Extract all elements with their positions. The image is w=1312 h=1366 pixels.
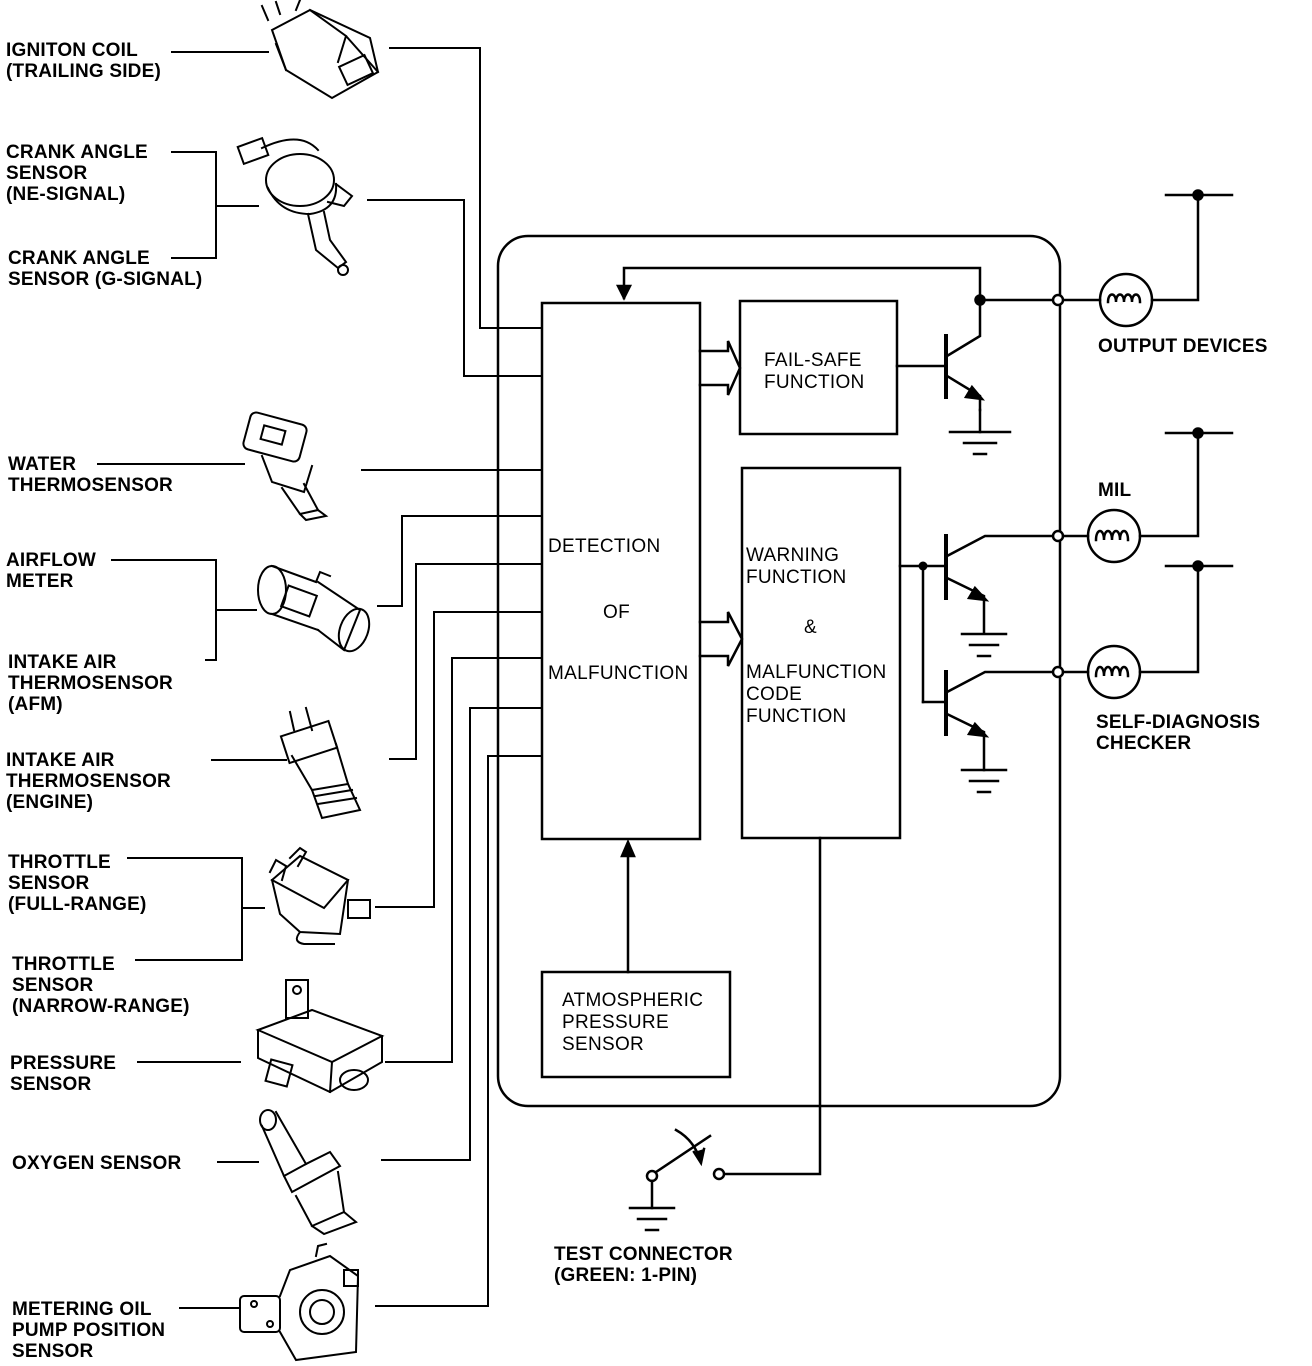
label-water-thermosensor: WATER THERMOSENSOR bbox=[8, 454, 173, 496]
oxygen-sensor-icon bbox=[259, 1109, 358, 1236]
detection-block bbox=[540, 301, 702, 841]
label-ignition-coil: IGNITON COIL (TRAILING SIDE) bbox=[6, 40, 161, 82]
water-thermosensor-icon bbox=[242, 411, 329, 522]
terminal bbox=[1051, 293, 1065, 307]
crank-angle-sensor-icon bbox=[236, 136, 354, 276]
label-throttle-full: THROTTLE SENSOR (FULL-RANGE) bbox=[8, 852, 147, 915]
label-intake-air-afm: INTAKE AIR THERMOSENSOR (AFM) bbox=[8, 652, 173, 715]
terminal bbox=[1051, 529, 1065, 543]
intake-air-thermosensor-engine-icon bbox=[279, 706, 362, 820]
label-intake-air-engine: INTAKE AIR THERMOSENSOR (ENGINE) bbox=[6, 750, 171, 813]
hollow-arrow-warning bbox=[698, 611, 744, 667]
warning-block bbox=[740, 466, 902, 840]
label-self-diagnosis: SELF-DIAGNOSIS CHECKER bbox=[1096, 712, 1261, 754]
pressure-sensor-icon bbox=[255, 979, 385, 1094]
label-crank-angle-g: CRANK ANGLE SENSOR (G-SIGNAL) bbox=[8, 248, 203, 290]
atmospheric-label: ATMOSPHERIC PRESSURE SENSOR bbox=[562, 990, 704, 1055]
label-airflow-meter: AIRFLOW METER bbox=[6, 550, 97, 592]
label-test-connector: TEST CONNECTOR (GREEN: 1-PIN) bbox=[554, 1244, 733, 1286]
mil-lamp bbox=[1061, 427, 1234, 564]
ignition-coil-icon bbox=[260, 0, 380, 100]
input-wiring bbox=[97, 47, 543, 1309]
label-throttle-narrow: THROTTLE SENSOR (NARROW-RANGE) bbox=[12, 954, 190, 1017]
atmospheric-block bbox=[540, 970, 732, 1079]
output-device-lamp bbox=[1098, 189, 1234, 328]
warning-transistors bbox=[898, 534, 1060, 794]
label-output-devices: OUTPUT DEVICES bbox=[1098, 336, 1268, 357]
warning-amp-label: & bbox=[804, 617, 817, 638]
label-metering-oil-pump: METERING OIL PUMP POSITION SENSOR bbox=[12, 1299, 166, 1362]
detection-label-2: OF bbox=[603, 602, 630, 623]
label-mil: MIL bbox=[1098, 480, 1132, 501]
atmo-arrowhead bbox=[620, 838, 636, 858]
self-diagnosis-lamp bbox=[1061, 560, 1234, 700]
hollow-arrow-failsafe bbox=[698, 340, 742, 396]
terminal bbox=[1051, 665, 1065, 679]
airflow-meter-icon bbox=[257, 564, 371, 653]
label-crank-angle-ne: CRANK ANGLE SENSOR (NE-SIGNAL) bbox=[6, 142, 148, 205]
label-pressure-sensor: PRESSURE SENSOR bbox=[10, 1053, 117, 1095]
metering-oil-pump-sensor-icon bbox=[239, 1242, 360, 1362]
feedback-line bbox=[622, 266, 982, 302]
throttle-sensor-icon bbox=[268, 846, 371, 945]
detection-label-1: DETECTION bbox=[548, 536, 661, 557]
malfunction-code-label: MALFUNCTION CODE FUNCTION bbox=[746, 662, 887, 727]
feedback-arrowhead bbox=[615, 284, 633, 301]
failsafe-label: FAIL-SAFE FUNCTION bbox=[764, 350, 865, 393]
test-connector-switch bbox=[628, 836, 822, 1232]
label-oxygen-sensor: OXYGEN SENSOR bbox=[12, 1153, 182, 1174]
failsafe-transistor bbox=[895, 298, 1012, 456]
detection-label-3: MALFUNCTION bbox=[548, 663, 689, 684]
warning-label: WARNING FUNCTION bbox=[746, 545, 847, 588]
